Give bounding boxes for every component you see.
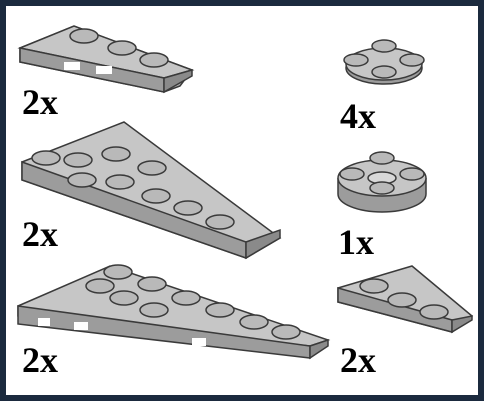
quantity-round-plate-thick: 1x	[338, 224, 374, 260]
wedge-plate-wide-image	[14, 262, 334, 362]
quantity-wedge-plate-right: 2x	[340, 342, 376, 378]
round-plate-thick-image	[332, 146, 432, 218]
quantity-wedge-plate-large: 2x	[22, 216, 58, 252]
round-plate-4-studs-image	[334, 34, 434, 94]
wedge-plate-right-image	[334, 262, 482, 348]
quantity-wedge-plate-small: 2x	[22, 84, 58, 120]
quantity-round-plate-4-studs: 4x	[340, 98, 376, 134]
quantity-wedge-plate-wide: 2x	[22, 342, 58, 378]
